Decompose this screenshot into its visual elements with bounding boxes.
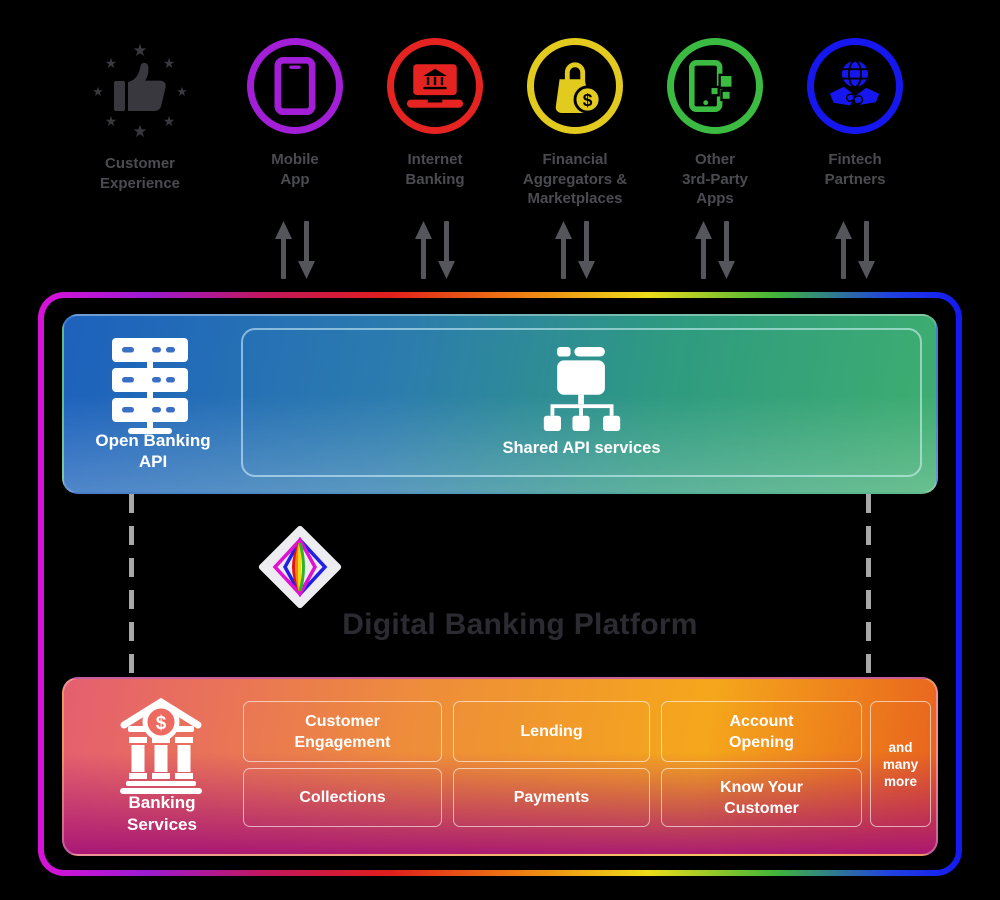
api-tree-icon (543, 347, 620, 431)
financial-aggregators-circle: $ (527, 38, 623, 134)
mobile-app-label: Mobile App (271, 151, 319, 188)
svg-text:★: ★ (163, 55, 176, 71)
updown-arrows-fintech-partners (835, 221, 875, 279)
internet-banking-circle (387, 38, 483, 134)
smartphone-icon (274, 57, 316, 115)
service-box-collections: Collections (243, 768, 442, 827)
banking-services-label: Banking Services (127, 793, 197, 834)
open-banking-api-label: Open Banking API (95, 431, 211, 471)
platform-title: Digital Banking Platform (342, 608, 698, 641)
shared-api-services-box: Shared API services (241, 328, 922, 477)
svg-text:★: ★ (163, 113, 176, 129)
customer-experience-block: ★ ★ ★ ★ ★ ★ ★ ★ Customer Experience (60, 38, 220, 193)
svg-text:★: ★ (105, 55, 118, 71)
thumbs-up-stars-icon: ★ ★ ★ ★ ★ ★ ★ ★ (85, 38, 195, 138)
internet-banking-label: Internet Banking (405, 151, 465, 188)
dashed-connector-right (866, 494, 871, 679)
updown-arrows-internet-banking (415, 221, 455, 279)
svg-text:$: $ (156, 713, 167, 734)
phone-apps-icon (689, 60, 734, 112)
customer-experience-label: Customer Experience (99, 155, 181, 192)
updown-arrows-financial-aggregators (555, 221, 595, 279)
bank-dollar-icon: $ (120, 697, 202, 794)
channel-other-3rd-party-apps: Other 3rd-Party Apps (635, 38, 795, 209)
other-3rd-party-apps-circle (667, 38, 763, 134)
other-3rd-party-apps-label: Other 3rd-Party Apps (682, 151, 748, 207)
service-box-and-many-more: and many more (870, 701, 931, 827)
channel-fintech-partners: Fintech Partners (775, 38, 935, 189)
svg-text:★: ★ (132, 122, 147, 138)
server-rack-icon (112, 338, 188, 434)
financial-aggregators-label: Financial Aggregators & Marketplaces (522, 151, 628, 207)
channel-mobile-app: Mobile App (215, 38, 375, 189)
svg-text:★: ★ (176, 84, 188, 99)
service-box-lending: Lending (453, 701, 650, 762)
service-box-payments: Payments (453, 768, 650, 827)
fintech-partners-circle (807, 38, 903, 134)
service-box-know-your-customer: Know Your Customer (661, 768, 862, 827)
service-box-customer-engagement: Customer Engagement (243, 701, 442, 762)
fintech-partners-label: Fintech Partners (824, 151, 886, 188)
updown-arrows-other-apps (695, 221, 735, 279)
dashed-connector-left (129, 494, 134, 679)
svg-text:$: $ (583, 90, 593, 110)
globe-handshake-icon (829, 59, 882, 107)
channel-financial-aggregators: $ Financial Aggregators & Marketplaces (495, 38, 655, 209)
channel-internet-banking: Internet Banking (355, 38, 515, 189)
mobile-app-circle (247, 38, 343, 134)
laptop-bank-icon (406, 64, 464, 108)
banking-services-bar: $ Banking Services Customer Engagement L… (62, 677, 938, 856)
svg-text:★: ★ (132, 41, 147, 60)
shared-api-services-label: Shared API services (502, 439, 661, 457)
platform-logo-diamond (258, 525, 342, 609)
shopping-bag-dollar-icon: $ (555, 62, 602, 114)
service-box-account-opening: Account Opening (661, 701, 862, 762)
svg-text:★: ★ (105, 113, 118, 129)
updown-arrows-mobile-app (275, 221, 315, 279)
open-banking-api-bar: Open Banking API Shared API services (62, 314, 938, 494)
svg-text:★: ★ (92, 84, 104, 99)
